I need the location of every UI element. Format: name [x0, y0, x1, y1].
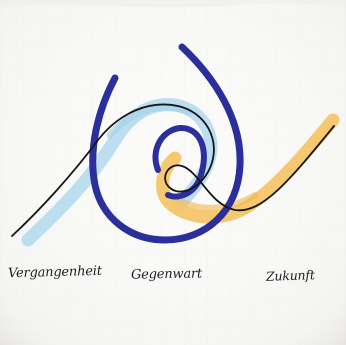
label-past: Vergangenheit [8, 265, 102, 280]
label-present: Gegenwart [131, 267, 202, 281]
label-future: Zukunft [266, 269, 315, 283]
